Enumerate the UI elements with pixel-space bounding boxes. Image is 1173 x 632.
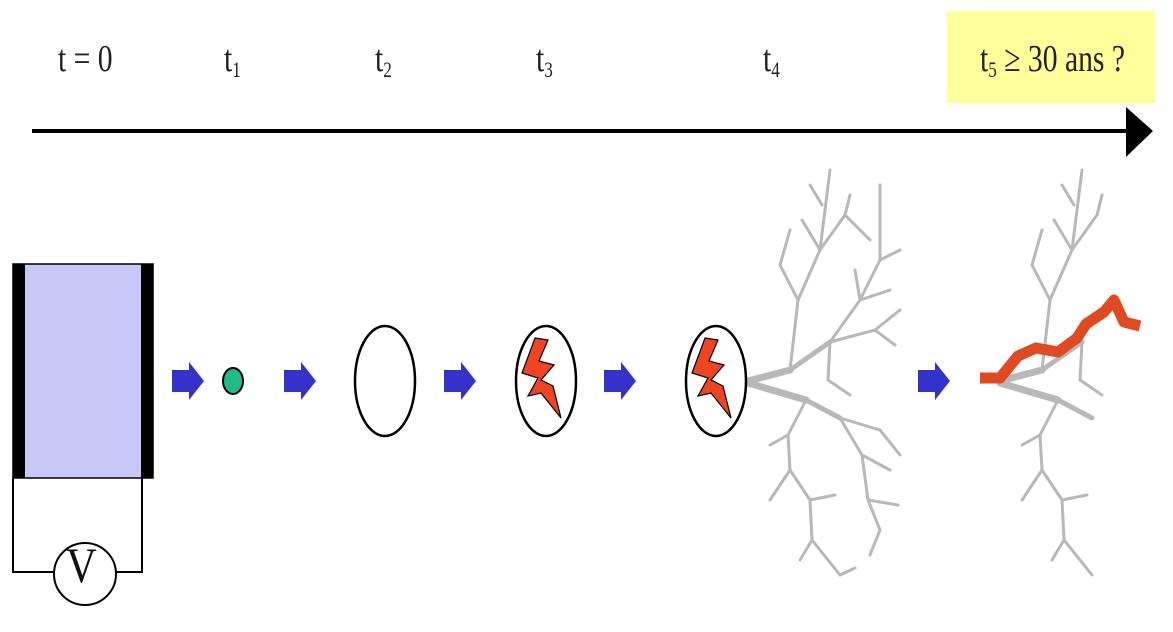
tree-branch bbox=[1040, 468, 1064, 502]
tree-branch bbox=[1039, 339, 1085, 373]
tree-branch bbox=[818, 168, 832, 252]
process-arrow bbox=[604, 362, 636, 400]
breakdown-channel bbox=[980, 294, 1142, 384]
lightning-icon bbox=[691, 337, 732, 419]
tree-branch bbox=[808, 493, 837, 502]
tree-branch bbox=[838, 416, 882, 432]
tree-branch bbox=[788, 298, 800, 372]
tree-branch bbox=[1070, 213, 1099, 252]
tree-branch bbox=[803, 397, 843, 421]
tree-branch bbox=[796, 248, 822, 302]
tree-branch bbox=[800, 218, 822, 252]
tree-branch bbox=[1038, 398, 1060, 437]
tree-branch bbox=[1078, 340, 1084, 382]
tree-branch bbox=[866, 498, 882, 532]
tree-branch bbox=[1030, 263, 1052, 302]
tree-branch bbox=[1095, 193, 1104, 217]
tree-branch bbox=[744, 379, 810, 404]
tree-branch bbox=[843, 213, 872, 242]
tree-branch bbox=[826, 378, 852, 397]
tree-branch bbox=[1050, 538, 1066, 562]
void-circle bbox=[353, 324, 417, 438]
tree-branch bbox=[798, 538, 814, 562]
final-time-highlight bbox=[947, 11, 1155, 103]
tree-branch bbox=[868, 528, 882, 557]
tree-branch bbox=[1020, 433, 1042, 447]
lightning-icon bbox=[521, 337, 562, 419]
tree-branch bbox=[768, 468, 792, 502]
process-arrow bbox=[918, 362, 950, 400]
tree-branch bbox=[853, 268, 862, 302]
tree-branch bbox=[873, 328, 897, 347]
tree-branch bbox=[858, 288, 892, 302]
time-axis bbox=[32, 107, 1153, 157]
tree-branch bbox=[808, 498, 814, 542]
process-arrow bbox=[172, 362, 204, 400]
tree-branch bbox=[1020, 468, 1044, 502]
process-arrow bbox=[444, 362, 476, 400]
time-label-t1: t1 bbox=[224, 38, 241, 82]
tree-branch bbox=[744, 366, 794, 385]
tree-branch bbox=[787, 339, 833, 373]
tree-branch bbox=[768, 433, 790, 447]
tree-branch bbox=[838, 416, 864, 457]
tree-branch bbox=[778, 263, 800, 302]
tree-branch bbox=[1060, 183, 1076, 207]
tree-branch bbox=[858, 258, 882, 302]
tree-branch bbox=[1062, 538, 1094, 577]
tree-branch bbox=[828, 298, 862, 344]
process-arrows bbox=[172, 362, 950, 400]
tree-branch bbox=[873, 308, 902, 332]
tree-branch bbox=[996, 366, 1046, 385]
tree-branch bbox=[1070, 168, 1084, 252]
voltmeter-circuit bbox=[12, 478, 143, 606]
process-arrow bbox=[284, 362, 316, 400]
tree-branch bbox=[786, 433, 792, 472]
tree-branch bbox=[866, 498, 900, 507]
time-label-t5: t5 ≥ 30 ans ? bbox=[980, 38, 1126, 82]
tree-branch bbox=[843, 193, 852, 217]
tree-branch bbox=[818, 213, 847, 252]
electrical-tree-t4 bbox=[744, 168, 902, 577]
tree-branch bbox=[828, 328, 877, 344]
tree-branch bbox=[788, 468, 812, 502]
time-label-t2: t2 bbox=[375, 38, 392, 82]
tree-branch bbox=[1060, 493, 1089, 502]
tree-branch bbox=[1060, 498, 1066, 542]
tree-branch bbox=[1078, 378, 1104, 397]
tree-branch bbox=[826, 340, 832, 382]
tree-branch bbox=[778, 228, 792, 267]
tree-branch bbox=[860, 453, 892, 472]
electrical-tree-t5 bbox=[996, 168, 1104, 577]
time-label-t3: t3 bbox=[536, 38, 553, 82]
tree-branch bbox=[1055, 397, 1095, 421]
time-label-t4: t4 bbox=[763, 38, 780, 82]
tree-branch bbox=[1038, 433, 1044, 472]
tree-branch bbox=[810, 538, 842, 577]
tree-branch bbox=[808, 183, 824, 207]
tree-branch bbox=[878, 248, 902, 262]
tree-branch bbox=[786, 398, 808, 437]
time-label-t0: t = 0 bbox=[58, 38, 113, 80]
tree-branch bbox=[996, 379, 1062, 404]
tree-branch bbox=[1048, 248, 1074, 302]
defect-dot bbox=[222, 367, 244, 395]
tree-branch bbox=[838, 566, 857, 577]
tree-branch bbox=[860, 453, 870, 502]
tree-branch bbox=[1052, 218, 1074, 252]
electrode-sample bbox=[12, 263, 154, 479]
tree-branch bbox=[1030, 228, 1044, 267]
tree-branch bbox=[1040, 298, 1052, 372]
voltmeter-label: V bbox=[66, 537, 97, 593]
tree-branch bbox=[878, 428, 902, 457]
